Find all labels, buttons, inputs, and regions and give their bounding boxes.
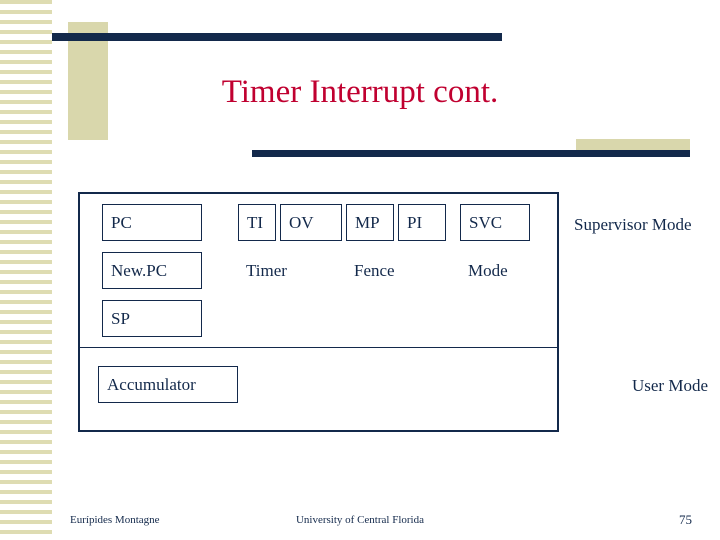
cell-pc: PC bbox=[102, 204, 202, 241]
left-stripe-decoration bbox=[0, 0, 52, 540]
cell-svc: SVC bbox=[460, 204, 530, 241]
cell-timer: Timer bbox=[238, 252, 342, 289]
supervisor-mode-label: Supervisor Mode bbox=[574, 215, 692, 234]
olive-block-decoration bbox=[68, 22, 108, 140]
cell-sp: SP bbox=[102, 300, 202, 337]
cell-accumulator: Accumulator bbox=[98, 366, 238, 403]
top-accent-bar bbox=[52, 33, 502, 41]
cell-mode: Mode bbox=[460, 252, 530, 289]
slide-footer: Eurípides Montagne University of Central… bbox=[0, 500, 720, 540]
cell-ti: TI bbox=[238, 204, 276, 241]
cell-ov: OV bbox=[280, 204, 342, 241]
cell-mp: MP bbox=[346, 204, 394, 241]
footer-institution: University of Central Florida bbox=[295, 514, 424, 526]
cell-fence: Fence bbox=[346, 252, 446, 289]
cell-new-pc: New.PC bbox=[102, 252, 202, 289]
memory-layout-diagram bbox=[78, 192, 559, 432]
footer-author: Eurípides Montagne bbox=[70, 514, 160, 526]
user-mode-label: User Mode bbox=[631, 376, 708, 395]
page-title: Timer Interrupt cont. bbox=[221, 74, 499, 110]
footer-page-number: 75 bbox=[679, 512, 692, 527]
mid-accent-bar bbox=[252, 150, 690, 157]
cell-pi: PI bbox=[398, 204, 446, 241]
diagram-divider bbox=[78, 347, 559, 348]
